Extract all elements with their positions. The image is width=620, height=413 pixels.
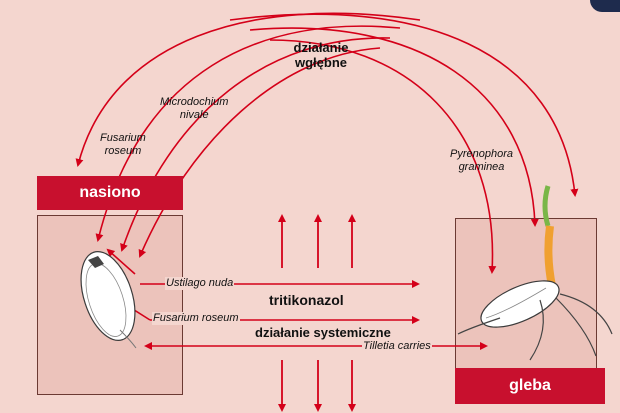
- label-microdochium: Microdochium nivale: [160, 96, 228, 122]
- gleba-box: gleba: [455, 368, 605, 404]
- corner-decoration: [590, 0, 620, 12]
- label-pyrenophora-line1: Pyrenophora: [450, 148, 513, 160]
- germinating-seed-illustration: [457, 185, 613, 361]
- arc-arrows-to-soil: [229, 13, 579, 274]
- arc-arrow-1: [75, 12, 421, 167]
- label-pyrenophora-line2: graminea: [458, 161, 505, 173]
- label-tilletia: Tilletia carries: [362, 340, 432, 353]
- label-ustilago: Ustilago nuda: [165, 277, 235, 290]
- arc-arrow-4: [138, 47, 381, 258]
- label-microdochium-line2: nivale: [179, 109, 209, 121]
- label-tritikonazol: tritikonazol: [268, 292, 345, 308]
- arc-arrow-6: [249, 27, 539, 227]
- label-top: działanie wgłębne: [276, 40, 366, 70]
- nasiono-box: nasiono: [37, 176, 183, 210]
- vertical-arrows: [278, 214, 356, 412]
- label-top-line1: działanie: [293, 40, 349, 55]
- label-pyrenophora: Pyrenophora graminea: [450, 148, 513, 174]
- label-systemiczne: działanie systemiczne: [254, 325, 392, 340]
- label-microdochium-line1: Microdochium: [160, 96, 229, 108]
- label-fusarium-top-line1: Fusarium: [100, 132, 146, 144]
- seed-illustration: [80, 251, 137, 349]
- label-fusarium-top-line2: roseum: [104, 145, 142, 157]
- label-fusarium-top: Fusarium roseum: [100, 132, 146, 158]
- label-fusarium-roseum: Fusarium roseum: [152, 312, 240, 325]
- label-top-line2: wgłębne: [294, 55, 347, 70]
- seed-arrow-1: [106, 248, 136, 275]
- arc-arrow-5: [229, 13, 579, 197]
- arc-arrow-7: [269, 39, 497, 274]
